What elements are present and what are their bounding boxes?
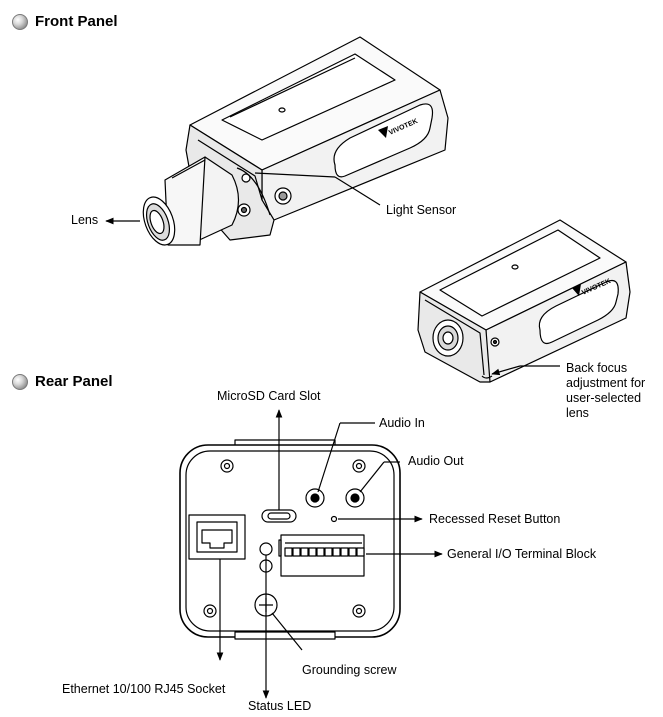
side-camera-illustration: VIVOTEK bbox=[417, 219, 631, 383]
rear-panel-heading: Rear Panel bbox=[12, 373, 113, 390]
sphere-bullet-icon bbox=[12, 373, 28, 390]
label-lens: Lens bbox=[71, 213, 99, 227]
label-general-io-terminal-block: General I/O Terminal Block bbox=[447, 547, 597, 561]
front-panel-title: Front Panel bbox=[35, 13, 118, 30]
sphere-bullet-icon bbox=[12, 13, 28, 30]
label-light-sensor: Light Sensor bbox=[386, 203, 457, 217]
rear-panel-title: Rear Panel bbox=[35, 373, 113, 390]
label-audio-out: Audio Out bbox=[408, 454, 464, 468]
audio-out-leader-b bbox=[359, 461, 385, 493]
front-camera-illustration: VIVOTEK bbox=[142, 36, 449, 246]
label-status-led: Status LED bbox=[248, 699, 312, 713]
light-sensor-leader-b bbox=[334, 176, 381, 206]
back-focus-leader-b bbox=[491, 365, 521, 376]
rear-camera-illustration bbox=[179, 439, 401, 640]
label-ethernet-socket: Ethernet 10/100 RJ45 Socket bbox=[62, 682, 226, 696]
label-audio-in: Audio In bbox=[379, 416, 425, 430]
grounding-leader bbox=[271, 612, 303, 651]
label-back-focus: Back focus adjustment for user-selected … bbox=[566, 361, 646, 420]
audio-in-leader-b bbox=[317, 422, 341, 493]
light-sensor-leader-a bbox=[254, 172, 336, 178]
terminal-pins bbox=[284, 542, 365, 557]
label-grounding-screw: Grounding screw bbox=[302, 663, 397, 677]
front-panel-heading: Front Panel bbox=[12, 13, 118, 30]
corner-screw-icon bbox=[203, 459, 366, 618]
label-recessed-reset-button: Recessed Reset Button bbox=[429, 512, 561, 526]
label-microsd-card-slot: MicroSD Card Slot bbox=[217, 389, 321, 403]
